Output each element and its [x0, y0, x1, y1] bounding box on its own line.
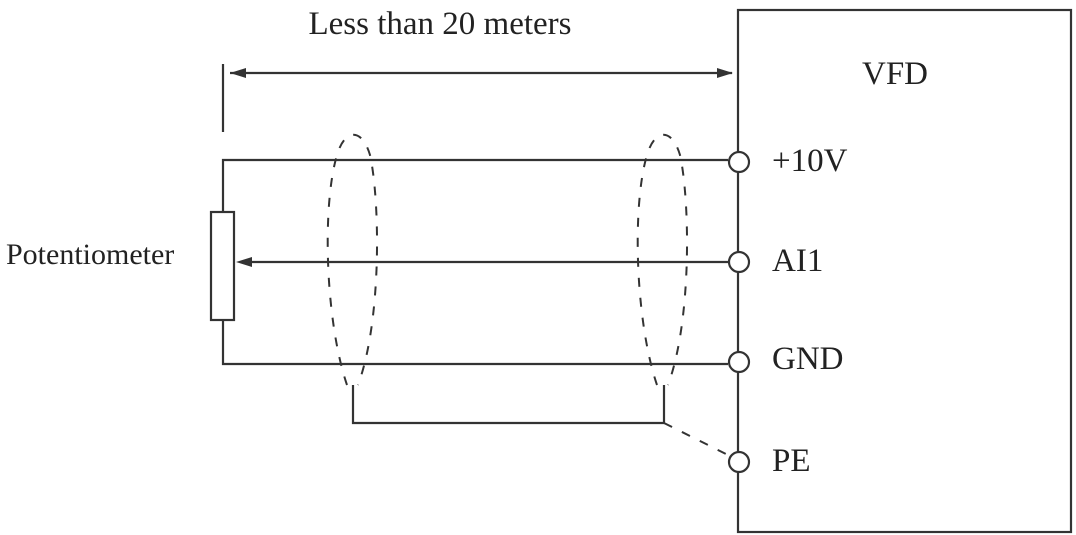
dimension-arrowhead-right — [717, 68, 733, 78]
shield-ground-wire — [351, 385, 666, 425]
terminal-gnd — [727, 350, 751, 374]
pe-dashed-link — [663, 422, 731, 457]
terminal-label-plus10v: +10V — [772, 143, 848, 179]
terminal-pe — [727, 450, 751, 474]
vfd-label: VFD — [862, 56, 928, 92]
terminal-label-gnd: GND — [772, 341, 844, 377]
wiper-arrowhead — [236, 257, 252, 267]
terminal-plus10v — [727, 150, 751, 174]
distance-label: Less than 20 meters — [308, 6, 571, 42]
terminal-label-pe: PE — [772, 443, 811, 479]
shield-left-dashed — [326, 134, 379, 386]
wire-gnd — [221, 320, 728, 366]
wire-plus10v — [221, 158, 728, 212]
shield-right-dashed — [636, 134, 689, 386]
terminal-ai1 — [727, 250, 751, 274]
potentiometer-label: Potentiometer — [6, 238, 174, 271]
dimension-arrowhead-left — [230, 68, 246, 78]
potentiometer-resistor — [209, 210, 236, 322]
terminal-label-ai1: AI1 — [772, 243, 823, 279]
